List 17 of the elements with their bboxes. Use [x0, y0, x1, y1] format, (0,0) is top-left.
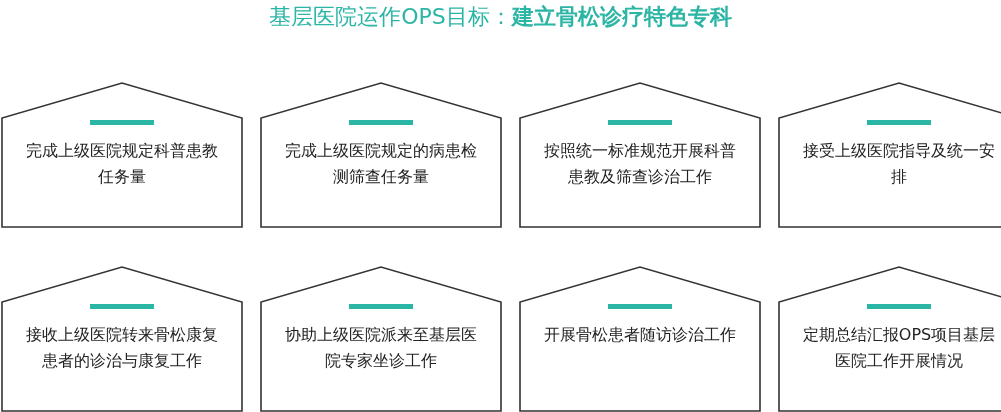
house-panel [519, 82, 761, 228]
panel-text: 接受上级医院指导及统一安排 [802, 140, 996, 188]
house-panel [260, 82, 502, 228]
house-panel [1, 266, 243, 412]
house-panel [519, 266, 761, 412]
panel-text: 接收上级医院转来骨松康复患者的诊治与康复工作 [25, 324, 219, 372]
panel-text: 开展骨松患者随访诊治工作 [543, 324, 737, 346]
house-panel [778, 82, 1001, 228]
house-panel [778, 266, 1001, 412]
panel-text: 定期总结汇报OPS项目基层医院工作开展情况 [801, 324, 997, 372]
house-panel [260, 266, 502, 412]
panel-text: 协助上级医院派来至基层医院专家坐诊工作 [284, 324, 478, 372]
panel-text: 按照统一标准规范开展科普患教及筛查诊治工作 [543, 140, 737, 188]
diagram-title: 基层医院运作OPS目标：建立骨松诊疗特色专科 [268, 3, 733, 31]
panel-text: 完成上级医院规定的病患检测筛查任务量 [284, 140, 478, 188]
house-panel [1, 82, 243, 228]
panel-text: 完成上级医院规定科普患教任务量 [25, 140, 219, 188]
